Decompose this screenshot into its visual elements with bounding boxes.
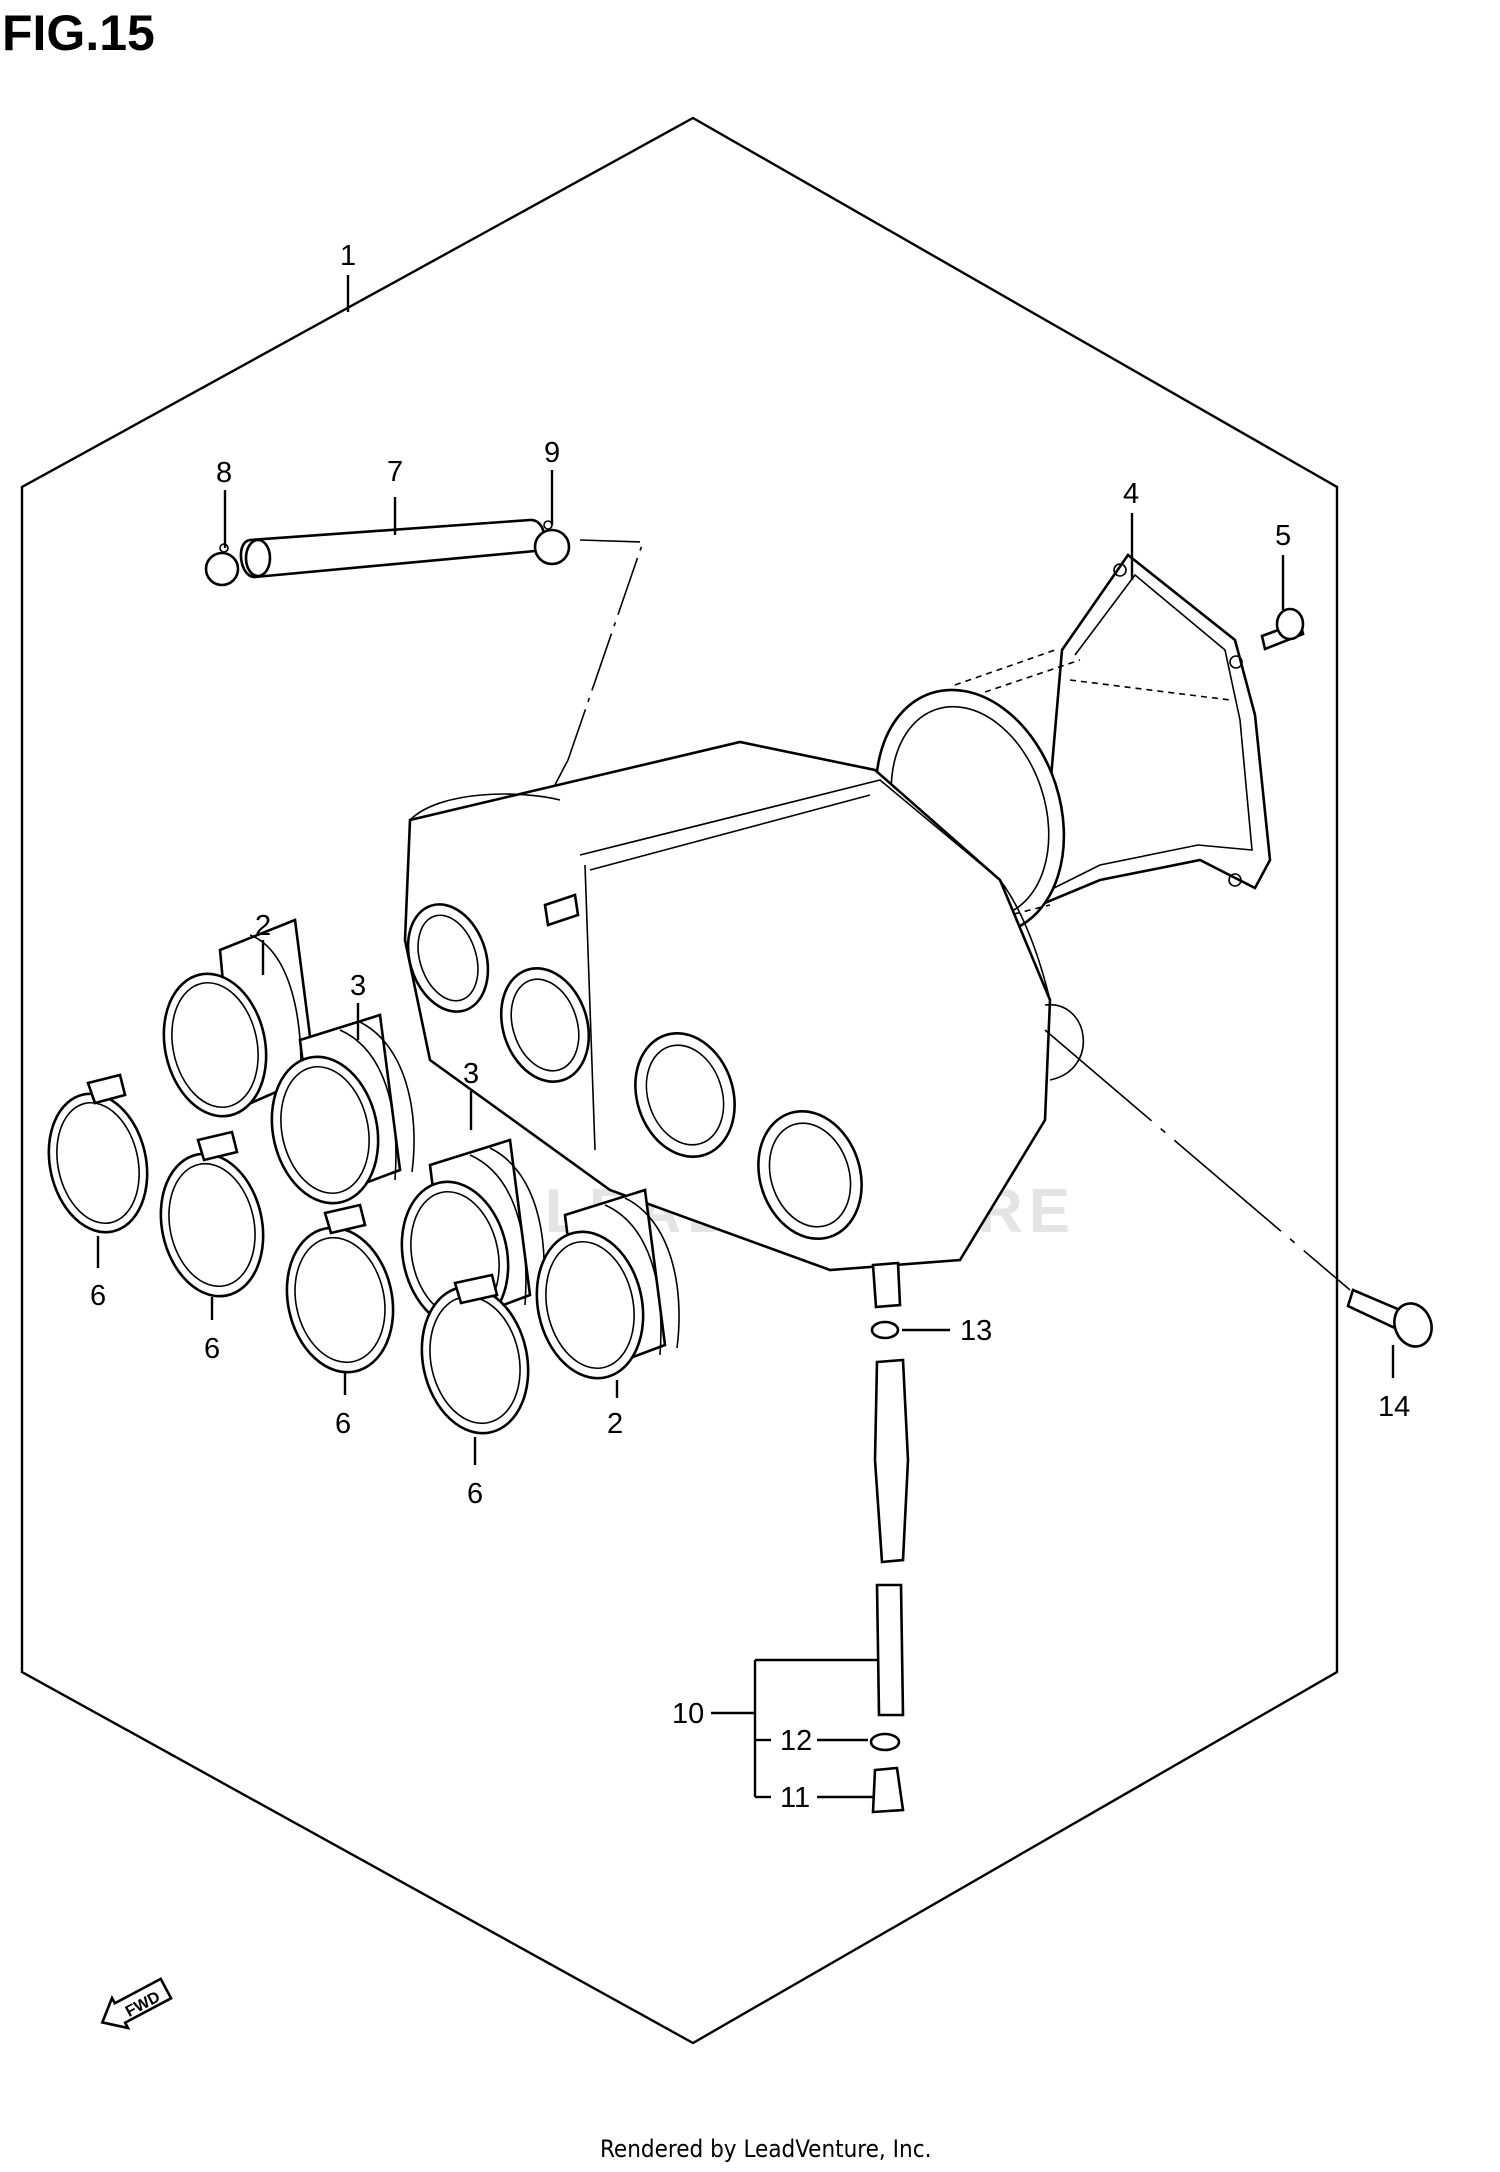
intake-boot-part-2-right bbox=[535, 1188, 680, 1380]
screw-part-5 bbox=[1260, 607, 1305, 651]
callout-1: 1 bbox=[340, 240, 356, 272]
bolt-part-14 bbox=[1346, 1288, 1433, 1348]
callout-6-d: 6 bbox=[467, 1478, 483, 1510]
fwd-arrow-icon bbox=[100, 1977, 173, 2030]
footer-credit: Rendered by LeadVenture, Inc. bbox=[600, 2135, 932, 2163]
ring-part-13 bbox=[870, 1320, 900, 1340]
callout-6-b: 6 bbox=[204, 1333, 220, 1365]
callout-14: 14 bbox=[1378, 1391, 1410, 1423]
callout-3-left: 3 bbox=[350, 970, 366, 1002]
air-cleaner-case bbox=[403, 740, 1085, 1309]
callout-12: 12 bbox=[780, 1725, 812, 1757]
drain-tube-part-10 bbox=[875, 1583, 905, 1717]
hose-part-7 bbox=[239, 518, 546, 579]
leader-lines bbox=[96, 275, 1395, 1799]
drain-plug-part-11 bbox=[871, 1766, 905, 1814]
callout-2-right: 2 bbox=[607, 1408, 623, 1440]
clamp-part-6-a bbox=[47, 1073, 149, 1234]
drain-hose bbox=[873, 1358, 910, 1564]
callout-9: 9 bbox=[544, 437, 560, 469]
clamp-part-6-c bbox=[285, 1203, 395, 1374]
callout-13: 13 bbox=[960, 1315, 992, 1347]
clamp-part-6-b bbox=[159, 1130, 265, 1298]
intake-boot-part-2-left bbox=[162, 918, 317, 1118]
callout-7: 7 bbox=[387, 456, 403, 488]
hose-routing-line bbox=[567, 539, 645, 761]
assembly-boundary-hexagon bbox=[20, 116, 1339, 2045]
callout-3-right: 3 bbox=[463, 1058, 479, 1090]
clamp-part-8 bbox=[204, 543, 240, 587]
callout-6-c: 6 bbox=[335, 1408, 351, 1440]
figure-title: FIG.15 bbox=[2, 5, 155, 61]
callout-5: 5 bbox=[1275, 520, 1291, 552]
callout-8: 8 bbox=[216, 457, 232, 489]
callout-10: 10 bbox=[672, 1698, 704, 1730]
callout-11: 11 bbox=[780, 1782, 810, 1814]
callout-2-left: 2 bbox=[255, 910, 271, 942]
clamp-part-6-d bbox=[420, 1273, 530, 1435]
drain-assembly bbox=[869, 1320, 910, 1814]
callout-labels: 1 2 2 3 3 4 5 6 6 6 6 7 8 9 10 11 12 13 … bbox=[90, 240, 1410, 1814]
callout-4: 4 bbox=[1123, 478, 1139, 510]
bolt-14-routing-line bbox=[1044, 1029, 1351, 1291]
intake-boot-part-3-left bbox=[270, 1013, 415, 1205]
fwd-arrow: FWD bbox=[100, 1977, 173, 2030]
callout-6-a: 6 bbox=[90, 1280, 106, 1312]
ring-part-12 bbox=[869, 1732, 901, 1752]
